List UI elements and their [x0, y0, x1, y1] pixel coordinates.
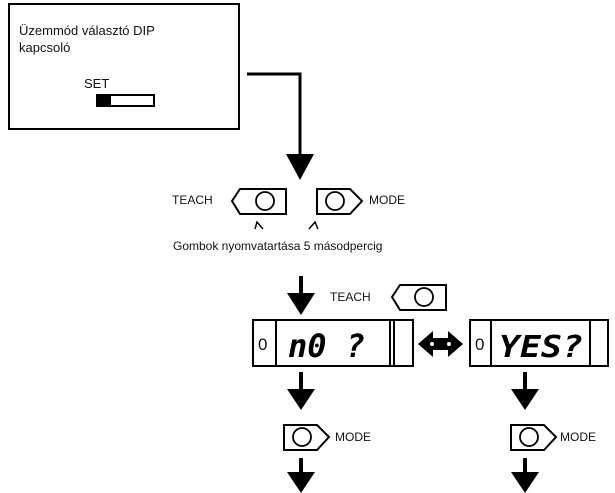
teach-button-group-2: TEACH [330, 284, 447, 311]
flow-connector-line [247, 72, 302, 155]
display-text-no: n0 ? [288, 327, 365, 365]
dip-switch-slot [96, 94, 155, 107]
mode-label-right: MODE [560, 430, 596, 444]
mode-button-group-left: MODE [283, 424, 371, 451]
teach-label: TEACH [172, 193, 213, 207]
dip-box-frame [8, 3, 240, 130]
display-yes: 0 YES? [469, 319, 609, 367]
button-circle-icon [414, 287, 434, 307]
dip-switch-box: Üzemmód választó DIP kapcsoló SET [8, 3, 240, 130]
button-circle-icon [255, 191, 275, 211]
arrow-down-icon [287, 389, 315, 410]
arrow-down-icon [287, 472, 315, 493]
mode-button-group-right: MODE [510, 424, 596, 451]
double-arrow-icon [418, 331, 463, 357]
press-mark-icon [254, 220, 264, 230]
button-circle-icon [292, 427, 312, 447]
arrow-down-icon [511, 472, 539, 493]
display-indicator: 0 [475, 335, 484, 354]
teach-button-group: TEACH [172, 188, 287, 215]
display-indicator: 0 [258, 335, 267, 354]
teach-button-2[interactable] [390, 284, 447, 311]
mode-label: MODE [369, 193, 405, 207]
display-frame [469, 319, 609, 367]
arrow-dot [430, 342, 434, 346]
instruction-text: Gombok nyomvatartása 5 másodpercig [173, 239, 382, 253]
teach-label-2: TEACH [330, 290, 371, 304]
teach-button[interactable] [230, 188, 287, 215]
arrow-down-icon [287, 293, 315, 315]
mode-button-group: MODE [316, 188, 405, 215]
arrow-down-icon [286, 154, 314, 180]
mode-label-left: MODE [335, 430, 371, 444]
set-label: SET [84, 76, 109, 91]
press-mark-icon [308, 220, 319, 230]
display-no: 0 n0 ? [252, 319, 414, 367]
dip-box-title-line1: Üzemmód választó DIP [19, 23, 155, 38]
display-text-yes: YES? [499, 330, 583, 365]
dip-box-title-line2: kapcsoló [19, 40, 70, 55]
button-circle-icon [519, 427, 539, 447]
display-frame [252, 319, 414, 367]
dip-switch-lever [98, 96, 111, 105]
button-circle-icon [325, 191, 345, 211]
arrow-dot [447, 342, 451, 346]
arrow-down-icon [511, 389, 539, 410]
